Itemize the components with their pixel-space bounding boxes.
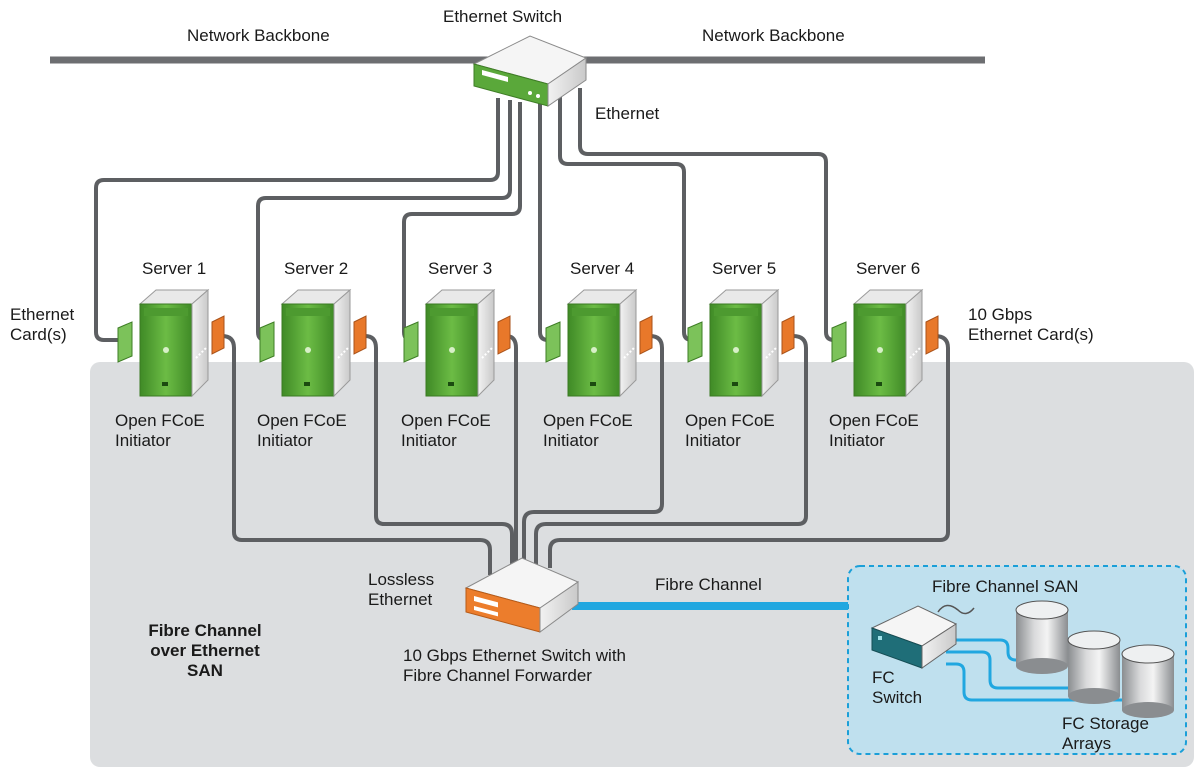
server-icon bbox=[687, 288, 795, 398]
ethernet-card-icon bbox=[259, 321, 275, 363]
fc-san-title: Fibre Channel SAN bbox=[932, 577, 1079, 596]
10gbps-card-icon bbox=[639, 315, 653, 355]
backbone-label-right: Network Backbone bbox=[702, 26, 845, 45]
ethernet-switch-icon bbox=[472, 35, 588, 107]
server-name-label: Server 2 bbox=[284, 259, 349, 278]
ethernet-card-icon bbox=[545, 321, 561, 363]
fc-san-cables bbox=[937, 604, 1126, 702]
10gbps-card-icon bbox=[211, 315, 225, 355]
server-icon bbox=[545, 288, 653, 398]
10gbps-card-icon bbox=[925, 315, 939, 355]
server-icon bbox=[831, 288, 939, 398]
fcf-switch-icon bbox=[464, 557, 580, 633]
ethernet-link-label: Ethernet bbox=[595, 104, 660, 123]
10gbps-card-icon bbox=[781, 315, 795, 355]
server-name-label: Server 4 bbox=[570, 259, 635, 278]
fibre-channel-link-label: Fibre Channel bbox=[655, 575, 762, 594]
ethernet-card-icon bbox=[117, 321, 133, 363]
fc-switch-icon bbox=[870, 605, 958, 669]
ethernet-card-icon bbox=[831, 321, 847, 363]
server-icon bbox=[259, 288, 367, 398]
server-name-label: Server 5 bbox=[712, 259, 777, 278]
fc-storage-array-icon bbox=[1121, 644, 1175, 718]
ethernet-cables bbox=[94, 88, 840, 342]
fc-storage-array-icon bbox=[1067, 630, 1121, 704]
ethernet-switch-label: Ethernet Switch bbox=[443, 7, 563, 26]
server-name-label: Server 1 bbox=[142, 259, 207, 278]
server-name-label: Server 6 bbox=[856, 259, 921, 278]
10gbps-card-icon bbox=[353, 315, 367, 355]
backbone-label-left: Network Backbone bbox=[187, 26, 330, 45]
fc-storage-array-icon bbox=[1015, 600, 1069, 674]
server-name-label: Server 3 bbox=[428, 259, 493, 278]
10gbps-card-icon bbox=[497, 315, 511, 355]
ethernet-card-icon bbox=[687, 321, 703, 363]
server-icon bbox=[117, 288, 225, 398]
ethernet-card-icon bbox=[403, 321, 419, 363]
server-icon bbox=[403, 288, 511, 398]
